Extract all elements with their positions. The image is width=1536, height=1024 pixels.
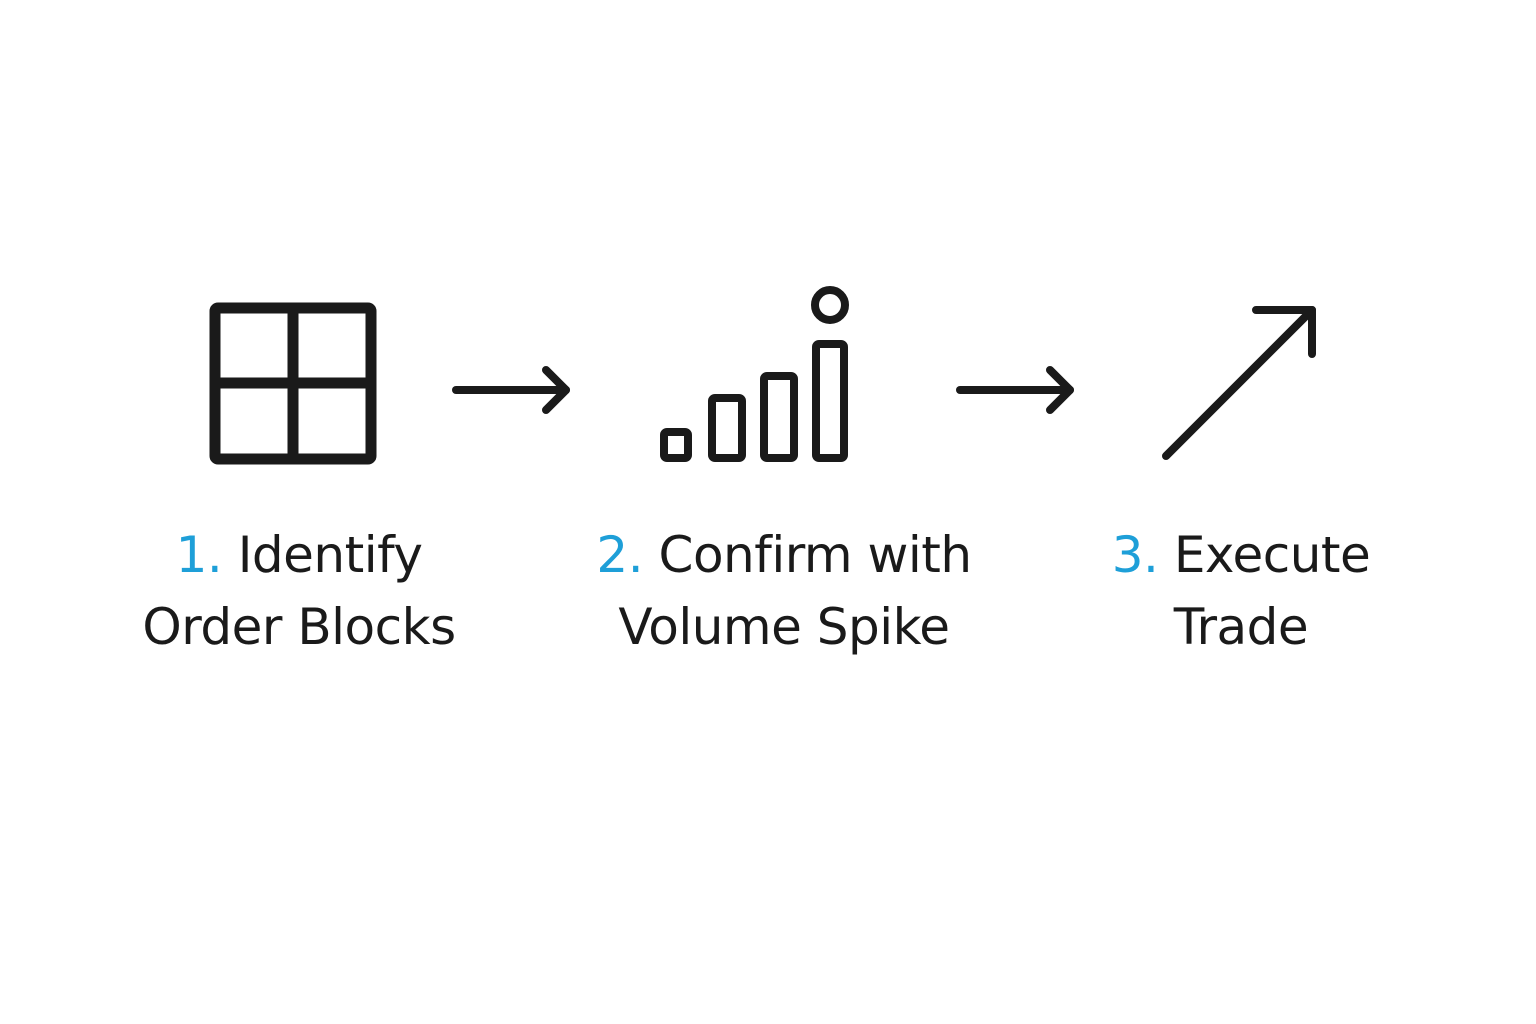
trend-up-arrow-icon (1160, 302, 1324, 466)
bar-chart-spike-icon (656, 284, 856, 468)
step-2-text-line-2: Volume Spike (618, 598, 950, 656)
step-2-text-line-1: Confirm with (658, 526, 973, 584)
grid-icon (208, 302, 377, 466)
step-1-text-line-2: Order Blocks (142, 598, 456, 656)
step-3-text-line-2: Trade (1173, 598, 1309, 656)
step-3-number: 3. (1111, 526, 1159, 584)
step-3-title-line-1: 3. Execute (1086, 519, 1396, 591)
step-1-text-line-1: Identify (237, 526, 423, 584)
arrow-right-icon (452, 366, 574, 416)
step-1-title-line-1: 1. Identify (118, 519, 480, 591)
step-2-title-line-1: 2. Confirm with (564, 519, 1004, 591)
step-2-number: 2. (596, 526, 644, 584)
step-3-label: 3. Execute Trade (1086, 519, 1396, 663)
step-2-label: 2. Confirm with Volume Spike (564, 519, 1004, 663)
step-3-text-line-1: Execute (1173, 526, 1371, 584)
arrow-right-icon (956, 366, 1078, 416)
step-1-label: 1. Identify Order Blocks (118, 519, 480, 663)
step-1-number: 1. (175, 526, 223, 584)
